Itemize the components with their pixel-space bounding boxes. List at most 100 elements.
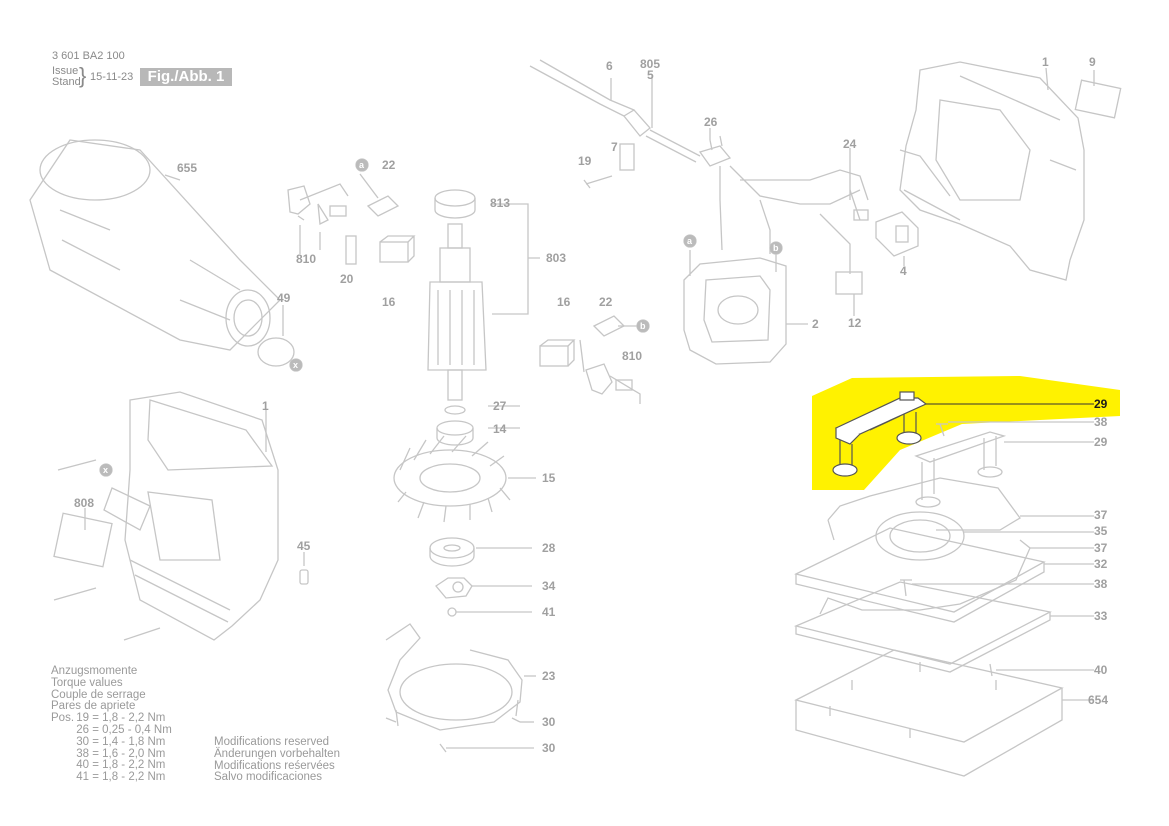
wiring — [719, 165, 869, 274]
callout-16-right[interactable]: 16 — [557, 295, 571, 309]
part-35-plate — [875, 511, 965, 561]
callout-14[interactable]: 14 — [493, 422, 507, 436]
part-41-screw — [447, 607, 457, 617]
part-49-oring — [257, 337, 295, 367]
torque-title-fr: Couple de serrage — [51, 688, 146, 701]
callout-7[interactable]: 7 — [611, 140, 618, 154]
callout-22-left[interactable]: 22 — [382, 158, 396, 172]
part-29-bracket-unhighlighted — [914, 431, 1007, 508]
part-32-pad — [794, 527, 1046, 623]
torque-value: = 1,8 - 2,2 Nm — [92, 771, 166, 784]
callout-2[interactable]: 2 — [812, 317, 819, 331]
modifications-de: Änderungen vorbehalten — [214, 747, 340, 760]
callout-22-right[interactable]: 22 — [599, 295, 613, 309]
torque-value: = 1,4 - 1,8 Nm — [92, 735, 166, 748]
issue-label: Issue — [52, 65, 79, 77]
torque-pos: 41 — [76, 771, 89, 784]
torque-pos: 30 — [76, 735, 89, 748]
part-29-bracket[interactable] — [832, 391, 928, 477]
callout-1-left[interactable]: 1 — [262, 399, 269, 413]
marker-x-oring: x — [293, 360, 299, 370]
callout-15[interactable]: 15 — [542, 471, 556, 485]
callout-37-lower[interactable]: 37 — [1094, 541, 1108, 555]
torque-pos: 26 — [76, 723, 89, 736]
callout-20[interactable]: 20 — [340, 272, 354, 286]
callout-805[interactable]: 805 — [640, 57, 661, 71]
callout-45[interactable]: 45 — [297, 539, 311, 553]
part-16-cap-right — [539, 339, 576, 367]
part-37-spring-top — [827, 477, 1021, 541]
callout-26[interactable]: 26 — [704, 115, 718, 129]
callout-35[interactable]: 35 — [1094, 524, 1108, 538]
callout-12[interactable]: 12 — [848, 316, 862, 330]
callout-38-lower[interactable]: 38 — [1094, 577, 1108, 591]
callout-16-left[interactable]: 16 — [382, 295, 396, 309]
callout-1-right[interactable]: 1 — [1042, 55, 1049, 69]
modifications-en: Modifications reserved — [214, 736, 330, 748]
callout-41[interactable]: 41 — [542, 605, 556, 619]
callout-810-right[interactable]: 810 — [622, 349, 643, 363]
callout-33[interactable]: 33 — [1094, 609, 1108, 623]
part-803-armature — [427, 189, 487, 446]
callout-30-lower[interactable]: 30 — [542, 741, 556, 755]
part-655-housing — [29, 139, 281, 351]
torque-value: = 1,8 - 2,2 Nm — [92, 759, 166, 772]
callout-32[interactable]: 32 — [1094, 557, 1108, 571]
callout-28[interactable]: 28 — [542, 541, 556, 555]
torque-pos: 38 — [76, 747, 89, 760]
torque-title-de: Anzugsmomente — [51, 665, 138, 677]
part-26-terminal — [698, 135, 732, 167]
torque-row: Pos.19 = 1,8 - 2,2 Nm — [51, 712, 172, 725]
callout-24[interactable]: 24 — [843, 137, 857, 151]
marker-a-stator: a — [687, 236, 693, 246]
callout-30-upper[interactable]: 30 — [542, 715, 556, 729]
part-810-brush-holder-left — [287, 183, 349, 226]
part-23-fan-cover — [385, 623, 523, 731]
callout-6[interactable]: 6 — [606, 59, 613, 73]
callout-29[interactable]: 29 — [1094, 435, 1108, 449]
part-1-body-left — [103, 391, 279, 641]
callout-803[interactable]: 803 — [546, 251, 567, 265]
part-6-cable — [529, 59, 701, 163]
callout-38-upper[interactable]: 38 — [1094, 415, 1108, 429]
part-9-label — [1074, 79, 1122, 119]
part-810b-brush-holder — [579, 339, 641, 404]
torque-value: = 0,25 - 0,4 Nm — [92, 723, 172, 736]
torque-title-es: Pares de apriete — [51, 700, 136, 713]
torque-values-block: Anzugsmomente Torque values Couple de se… — [51, 665, 172, 784]
torque-row: 30 = 1,4 - 1,8 Nm — [51, 735, 172, 749]
part-28-bearing — [429, 537, 475, 567]
callout-654[interactable]: 654 — [1088, 693, 1109, 707]
callout-810-left[interactable]: 810 — [296, 252, 317, 266]
stand-label: Stand — [52, 76, 81, 88]
part-19-screw — [583, 175, 613, 189]
callout-27[interactable]: 27 — [493, 399, 507, 413]
torque-title-en: Torque values — [51, 676, 123, 689]
marker-b-brush: b — [640, 321, 646, 331]
callout-19[interactable]: 19 — [578, 154, 592, 168]
callout-9[interactable]: 9 — [1089, 55, 1096, 69]
brace-glyph: } — [79, 63, 87, 88]
part-33-plate — [793, 581, 1052, 673]
torque-value: = 1,6 - 2,0 Nm — [92, 747, 166, 760]
torque-pos: 19 — [76, 712, 89, 725]
callout-37-upper[interactable]: 37 — [1094, 508, 1108, 522]
callout-4[interactable]: 4 — [900, 264, 907, 278]
part-38a-screw — [936, 423, 948, 437]
part-654-base — [794, 649, 1064, 777]
callout-34[interactable]: 34 — [542, 579, 556, 593]
callout-40[interactable]: 40 — [1094, 663, 1108, 677]
callout-813[interactable]: 813 — [490, 196, 511, 210]
callout-5[interactable]: 5 — [647, 68, 654, 82]
callout-655[interactable]: 655 — [177, 161, 198, 175]
callout-49[interactable]: 49 — [277, 291, 291, 305]
torque-prefix: Pos. — [51, 712, 75, 725]
part-22-brush — [366, 195, 400, 217]
callout-808[interactable]: 808 — [74, 496, 95, 510]
figure-label: Fig./Abb. 1 — [140, 68, 232, 86]
callout-29-selected[interactable]: 29 — [1094, 397, 1108, 411]
callout-23[interactable]: 23 — [542, 669, 556, 683]
marker-a-top: a — [359, 160, 365, 170]
part-15-fan — [393, 435, 511, 523]
